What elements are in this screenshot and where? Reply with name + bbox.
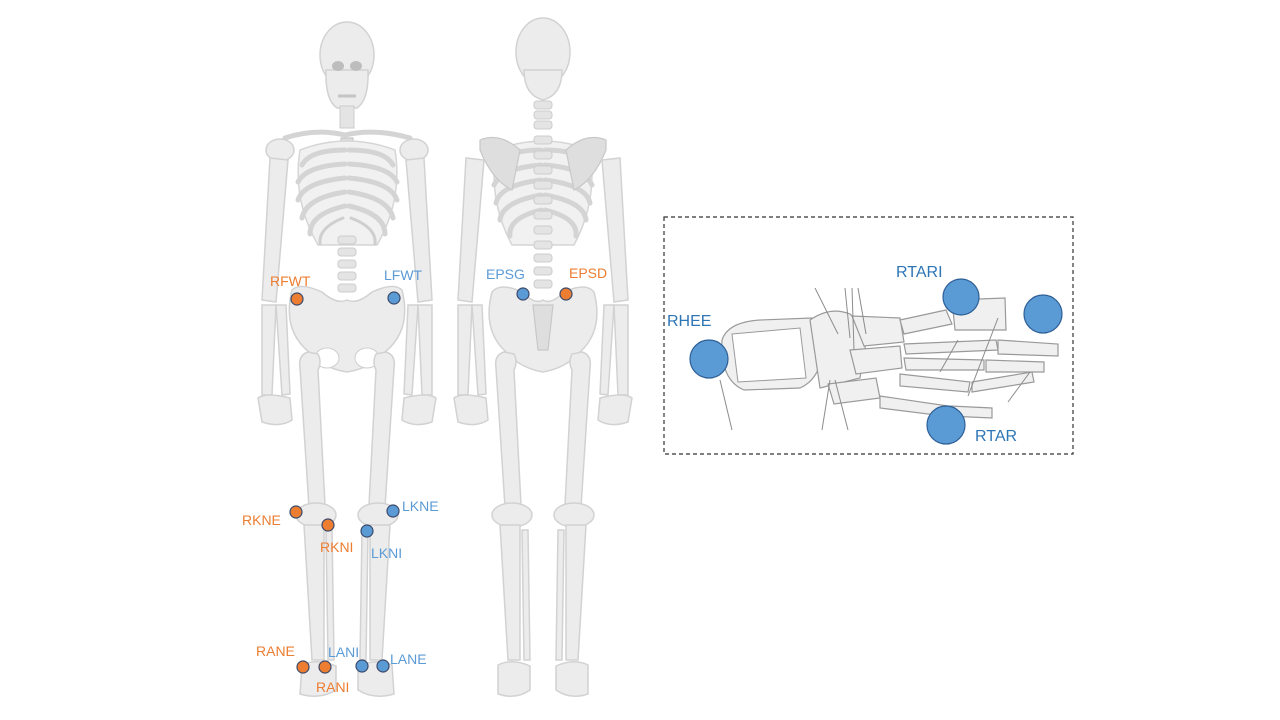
marker-lani [355,659,369,673]
marker-lkne [386,504,400,518]
marker-lfwt [387,291,401,305]
marker-rhee [689,339,729,379]
marker-layer [289,278,1063,674]
marker-rtari [942,278,980,316]
front-skeleton [257,21,437,697]
marker-epsd [559,287,573,301]
marker-rtar [926,405,966,445]
marker-lkni [360,524,374,538]
label-RHEE: RHEE [667,313,712,330]
label-EPSD: EPSD [569,265,608,281]
label-LANE: LANE [390,651,427,667]
label-RTARI: RTARI [896,264,943,281]
marker-rane [296,660,310,674]
marker-rani [318,660,332,674]
marker-lane [376,659,390,673]
marker-rfwt [290,292,304,306]
foot-inset [663,216,1074,455]
label-RKNI: RKNI [320,539,354,555]
label-LKNI: LKNI [371,545,403,561]
label-RANI: RANI [316,679,350,695]
marker-toe [1023,294,1063,334]
inset-frame [663,216,1074,455]
label-RTAR: RTAR [975,428,1018,445]
marker-rkne [289,505,303,519]
label-RANE: RANE [256,643,295,659]
label-RKNE: RKNE [242,512,281,528]
back-skeleton [453,17,633,697]
label-RFWT: RFWT [270,273,311,289]
marker-epsg [516,287,530,301]
label-LANI: LANI [328,644,360,660]
label-LFWT: LFWT [384,267,423,283]
marker-rkni [321,518,335,532]
label-EPSG: EPSG [486,266,525,282]
label-LKNE: LKNE [402,498,439,514]
